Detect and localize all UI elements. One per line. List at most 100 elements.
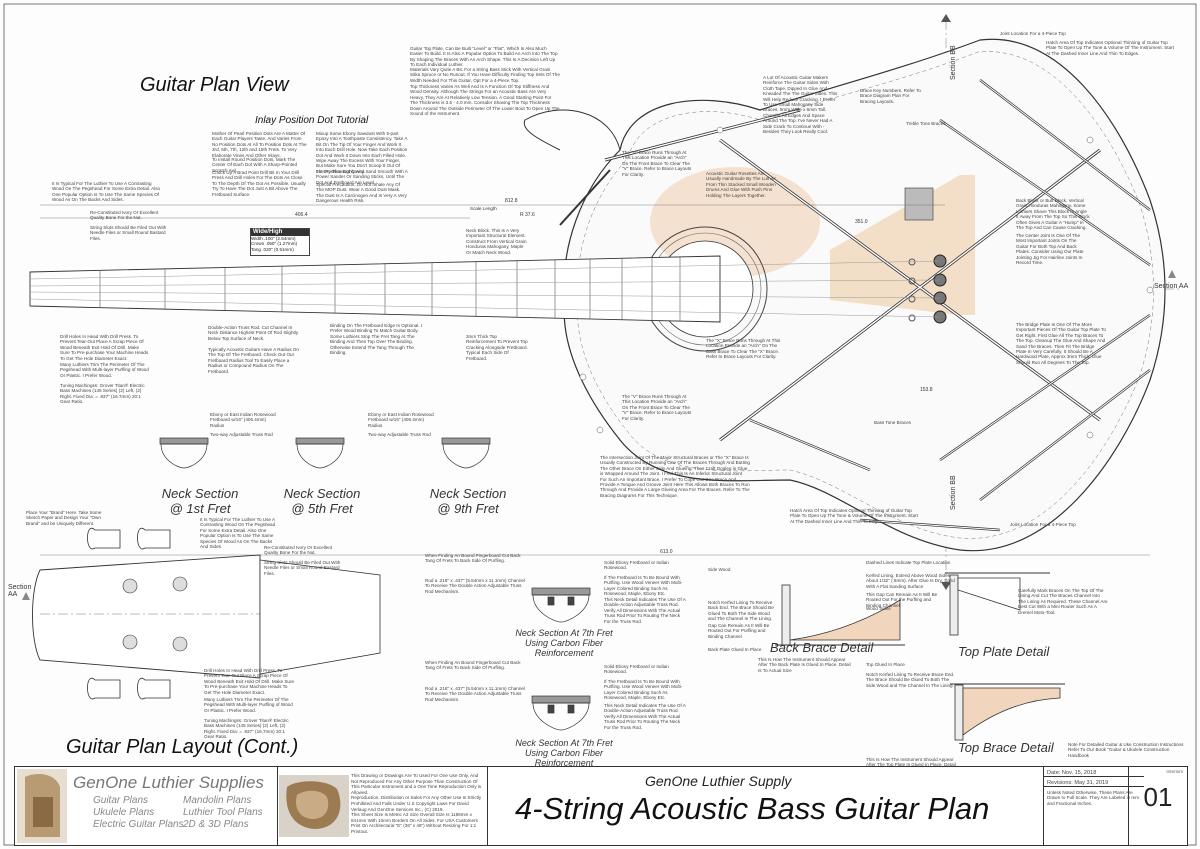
note-reconstituted: Re-Constituted Ivory Or Excellent Qualit…: [90, 210, 159, 221]
sheet-number-box: Interiors 01: [1128, 767, 1187, 845]
guitar-body-inner-line: [577, 51, 1154, 539]
note-binding: Binding On The Fretboard Edge Is Optiona…: [330, 323, 423, 356]
neck-section-7th-b-title: Neck Section At 7th Fret Using Carbon Fi…: [515, 738, 613, 768]
note-side-wood: Side Wood: [708, 567, 731, 572]
link-mandolin-plans[interactable]: Mandolin Plans: [183, 795, 252, 806]
note-if-fretboard-1: If The Fretboard Is To Be Bound With Pur…: [604, 575, 683, 597]
top-plate-detail: [945, 572, 1050, 636]
note-string-slots: String Slots Should Be Filed Out With Ne…: [90, 225, 167, 241]
note-rosettes: Acoustic Guitar Rosettes Are Usually Han…: [706, 171, 776, 198]
note-bass-tone: Bass Tone Braces: [874, 420, 911, 425]
note-chuck: Chuck Up A Brad Point Drill Bit In Your …: [212, 170, 306, 197]
guitar-mold-photo-icon: [279, 775, 349, 837]
note-thin-top: 3mm Thick Top Reinforcement To Prevent T…: [466, 334, 528, 361]
note-back-block: Back Block or Butt Block. Vertical Grain…: [1016, 198, 1090, 231]
note-this-is-how-1: This Is How The Instrument Should Appear…: [758, 657, 851, 673]
note-tuning-machines: Tuning Machingss: Grover Titan® Electric…: [60, 383, 145, 405]
upper-side-brace: [559, 169, 611, 226]
note-typical-radius: Typically Acoustic Guitars Have A Radius…: [208, 347, 299, 374]
section-bb-marker-bottom: [941, 582, 951, 590]
note-contrasting-wood: It Is Typical For The Luthier To Use A C…: [52, 181, 161, 203]
note-kerfed-lining: A Lot Of Acoustic Guitar Makers Reinforc…: [763, 75, 838, 135]
bridge-hole-3: [908, 295, 916, 303]
note-brace-key: Brace Key Numbers. Refer To Brace Diagra…: [860, 88, 921, 104]
note-contrasting-wood-2: It Is Typical For The Luthier To Use A C…: [200, 517, 276, 550]
note-truss-rod-1: Two-way Adjustable Truss Rod: [210, 432, 273, 437]
back-brace-title: Back Brace Detail: [770, 640, 874, 655]
note-ebony-2: Ebony or East Indian Rosewood Fretboard …: [368, 412, 434, 428]
link-guitar-plans[interactable]: Guitar Plans: [93, 795, 149, 806]
note-joint-location-bottom: Joint Location For a 4-Piece Top: [1010, 522, 1076, 527]
link-ukulele-plans[interactable]: Ukulele Plans: [93, 807, 155, 818]
link-electric-guitar-plans[interactable]: Electric Guitar Plans: [93, 819, 184, 830]
neck-section-7th-fret-a: [531, 587, 591, 623]
neck-section-7th-a-title: Neck Section At 7th Fret Using Carbon Fi…: [515, 628, 613, 658]
note-install: To Install Round Position Dots, Mark The…: [212, 157, 298, 173]
note-place-brand: Place Your "Brand" Here. Take Some Sketc…: [26, 510, 102, 526]
fret-wire-spec-tang: Tang .020" (0.51mm): [251, 246, 294, 252]
link-luthier-tool-plans[interactable]: Luthier Tool Plans: [183, 807, 263, 818]
section-aa-marker: [1168, 270, 1176, 278]
note-wood-sides: Wood Sides: [866, 606, 891, 611]
top-brace-detail: [950, 683, 1065, 741]
note-center-joint: The Center Joint Is One Of The Most Impo…: [1016, 233, 1084, 266]
scale-length-label: Scale Length: [470, 206, 497, 211]
note-notch-kerfed-2: Notch Kerfed Lining To Receive Brace End…: [866, 672, 955, 688]
note-truss-rod-2: Two-way Adjustable Truss Rod: [368, 432, 431, 437]
neck-section-5th-fret: [295, 437, 345, 469]
note-neck-detail-2: This Neck Detail Indicates The Use Of A …: [604, 703, 686, 730]
note-ebony-1: Ebony or East Indian Rosewood Fretboard …: [210, 412, 276, 428]
section-aa-marker-left: [22, 592, 30, 600]
note-hatch-top: Hatch Area Of Top Indicates Optional Thi…: [1046, 40, 1174, 56]
note-neck-block: Neck Block. This Is A Very Important Str…: [466, 228, 527, 255]
dim-r37: R 37.6: [520, 212, 535, 218]
title-block-divider: [487, 767, 488, 845]
sheet-label: Interiors: [1166, 769, 1183, 774]
note-drill-holes-2: Drill Holes In Head With Drill Press. To…: [204, 668, 295, 695]
neck-section-1st-title: Neck Section @ 1st Fret: [161, 486, 239, 516]
fret-wire-spec-box: Wide/High Width .100" (2.54mm) Crown .05…: [250, 228, 310, 256]
disclaimer-text: This Drawing or Drawings Are To Used For…: [351, 773, 482, 834]
fret-wire-spec-width: Width .100" (2.54mm): [251, 236, 296, 242]
saddle-block: [904, 187, 934, 221]
guitar-photo-icon: [17, 769, 67, 843]
tuner-keys: [87, 527, 171, 700]
note-special: Special Precaution: Do Not Inhale Any Of…: [316, 182, 407, 204]
section-bb-marker-top: [941, 14, 951, 22]
note-back-plate: Back Plate Glued In Place: [708, 647, 762, 652]
note-neck-detail-1: This Neck Detail Indicates The Use Of A …: [604, 597, 686, 624]
note-rod-2: Rod a .218" x .437" (5.54mm x 11.1mm) Ch…: [425, 686, 525, 702]
company-name: GenOne Luthier Supply: [645, 773, 792, 789]
fret-wire-spec-title: Wide/High: [251, 229, 309, 237]
frets: [99, 257, 681, 321]
section-bb-bottom-label: Section BB: [950, 475, 957, 510]
bridge-hole-1: [908, 258, 916, 266]
note-when-finding-1: When Finding An Bound Fingerboard Cut Ba…: [425, 553, 521, 564]
fret-wire-spec-crown: Crown .050" (1.27mm): [251, 241, 298, 247]
note-kerfed-lining-2: Kerfed Lining. Extend Above Wood Sides A…: [866, 573, 955, 589]
note-rod-1: Rod a .218" x .437" (5.54mm x 11.1mm) Ch…: [425, 578, 525, 594]
section-aa-right-label: Section AA: [1154, 283, 1189, 290]
brand-name: GenOne Luthier Supplies: [73, 773, 264, 792]
note-drill-holes: Drill Holes In Head With Drill Press. To…: [60, 334, 149, 361]
sheet-number: 01: [1143, 782, 1173, 812]
neck-stub: [259, 559, 381, 675]
dim-153: 153.8: [920, 387, 933, 393]
note-gap-can: Gap Can Remain As It Will Be Routed Out …: [708, 623, 770, 639]
note-v-brace: The "V" Brace Runs Through At This Locat…: [622, 150, 692, 177]
plan-layout-heading: Guitar Plan Layout (Cont.): [66, 736, 299, 758]
note-if-fretboard-2: If The Fretboard Is To Be Bound With Pur…: [604, 679, 683, 701]
note-top-plate: Guitar Top Plate, Can Be Built "Level" o…: [410, 46, 558, 68]
note-dashed-lines: Dashed Lines Indicate Top Plate Location: [866, 560, 951, 565]
link-2d-3d-plans[interactable]: 2D & 3D Plans: [183, 819, 249, 830]
strings: [29, 260, 941, 318]
note-thickness: Top Thickness Varies As Well And Is A Fu…: [410, 84, 560, 117]
note-v-brace-2: The "V" Brace Runs Through At This Locat…: [622, 394, 692, 421]
neck-section-7th-fret-b: [531, 695, 591, 731]
note-many-luthiers-2: Many Luthiers Trim The Perimeter Of The …: [204, 697, 293, 713]
note-tuning-machines-2: Tuning Machingss: Grover Titan® Electric…: [204, 718, 289, 740]
cutaway-horn: [523, 109, 621, 151]
note-hatch-bottom: Hatch Area Of Top Indicates Optional Thi…: [790, 508, 918, 524]
brace-key-markers: [579, 126, 1154, 439]
